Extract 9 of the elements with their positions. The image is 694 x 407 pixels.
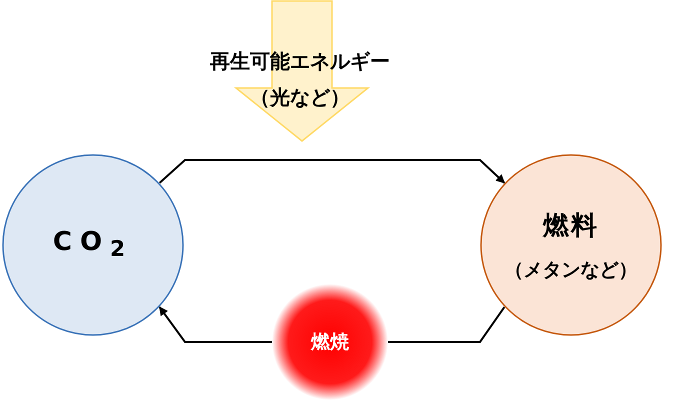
- circle-node: [2, 154, 184, 336]
- node-subtitle: （メタンなど）: [504, 258, 638, 282]
- node-title: 燃料: [543, 210, 599, 242]
- circle-node: [480, 154, 662, 336]
- arrow: [158, 306, 272, 343]
- glowing-circle-node: [272, 284, 388, 400]
- node-title: 燃焼: [311, 330, 349, 355]
- node-title: CO$_{2}$: [52, 227, 134, 263]
- arrow: [158, 159, 506, 184]
